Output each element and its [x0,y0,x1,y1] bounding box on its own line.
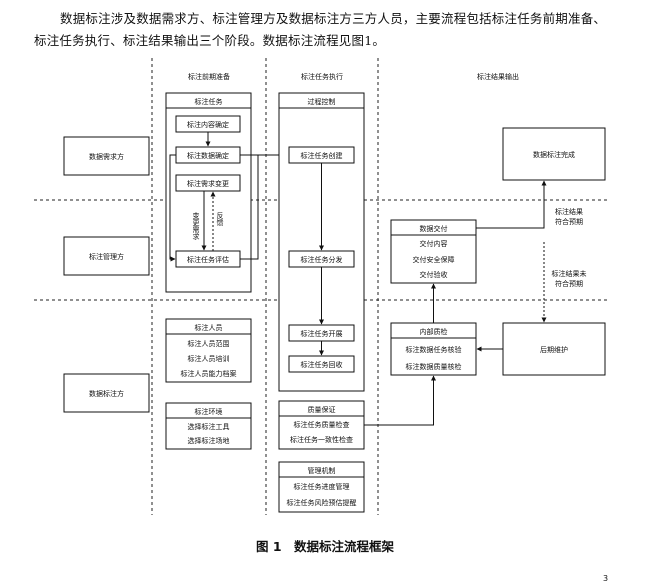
delivery-box [390,219,477,284]
req-change-label: 标注需求变更 [187,179,229,188]
internal-qc-box [390,322,477,376]
quality-box [278,400,365,450]
task-eval-label: 标注任务评估 [187,255,229,264]
arrow-quality-to-qc [364,375,436,426]
content-confirm-label: 标注内容确定 [187,120,229,129]
done-box [502,127,606,181]
mechanism-item: 标注任务进度管理 [294,482,350,491]
process-control-title: 过程控制 [308,97,336,106]
figure-caption: 图 1 数据标注流程框架 [255,539,395,554]
phase-header-prep: 标注前期准备 [188,72,230,81]
environment-item: 选择标注工具 [188,422,230,431]
task-group-title: 标注任务 [195,97,223,106]
data-confirm-label: 标注数据确定 [187,151,229,160]
role-annotator-box [63,373,150,413]
internal-qc-item: 标注数据质量核检 [406,362,462,371]
quality-title: 质量保证 [308,405,336,414]
quality-item: 标注任务一致性检查 [290,435,353,444]
role-manager-label: 标注管理方 [89,252,124,261]
mechanism-item: 标注任务风险预估提醒 [287,498,357,507]
phase-header-output: 标注结果输出 [477,72,519,81]
task-collect-box [288,355,355,373]
personnel-item: 标注人员能力档案 [181,369,237,378]
page-number: 3 [603,574,609,583]
mechanism-box [278,461,365,513]
role-annotator-label: 数据标注方 [89,389,124,398]
feedback-label: 反馈 [216,211,224,227]
maintenance-label: 后期维护 [540,345,568,354]
personnel-title: 标注人员 [195,323,223,332]
personnel-box [165,318,252,383]
personnel-item: 标注人员范围 [188,339,230,348]
task-start-label: 标注任务开展 [301,329,343,338]
environment-box [165,402,252,450]
maintenance-box [502,322,606,376]
delivery-item: 交付安全保障 [413,255,455,264]
delivery-title: 数据交付 [420,224,448,233]
meets-expectation-label: 标注结果符合预期 [555,207,583,226]
role-manager-box [63,236,150,276]
arrow-delivery-to-done [476,180,547,229]
delivery-item: 交付验收 [420,270,448,279]
not-meets-expectation-label: 标注结果未符合预期 [552,269,587,288]
internal-qc-title: 内部质检 [420,327,448,336]
task-create-label: 标注任务创建 [301,151,343,160]
personnel-item: 标注人员培训 [188,354,230,363]
internal-qc-item: 标注数据任务核验 [406,345,462,354]
role-demand-label: 数据需求方 [89,152,124,161]
mechanism-title: 管理机制 [308,466,336,475]
arrow-data-to-eval [169,154,176,262]
task-collect-label: 标注任务回收 [301,360,343,369]
done-label: 数据标注完成 [533,150,575,159]
phase-header-exec: 标注任务执行 [301,72,343,81]
role-demand-box [63,136,150,176]
arrow-eval-to-create [240,155,259,260]
task-assign-label: 标注任务分发 [301,255,343,264]
environment-item: 选择标注场地 [188,436,230,445]
quality-item: 标注任务质量检查 [294,420,350,429]
req-change-box [175,174,241,192]
delivery-item: 交付内容 [420,239,448,248]
intro-paragraph: 数据标注涉及数据需求方、标注管理方及数据标注方三方人员，主要流程包括标注任务前期… [34,11,607,48]
change-request-label: 变更需求 [192,211,200,240]
environment-title: 标注环境 [195,407,223,416]
